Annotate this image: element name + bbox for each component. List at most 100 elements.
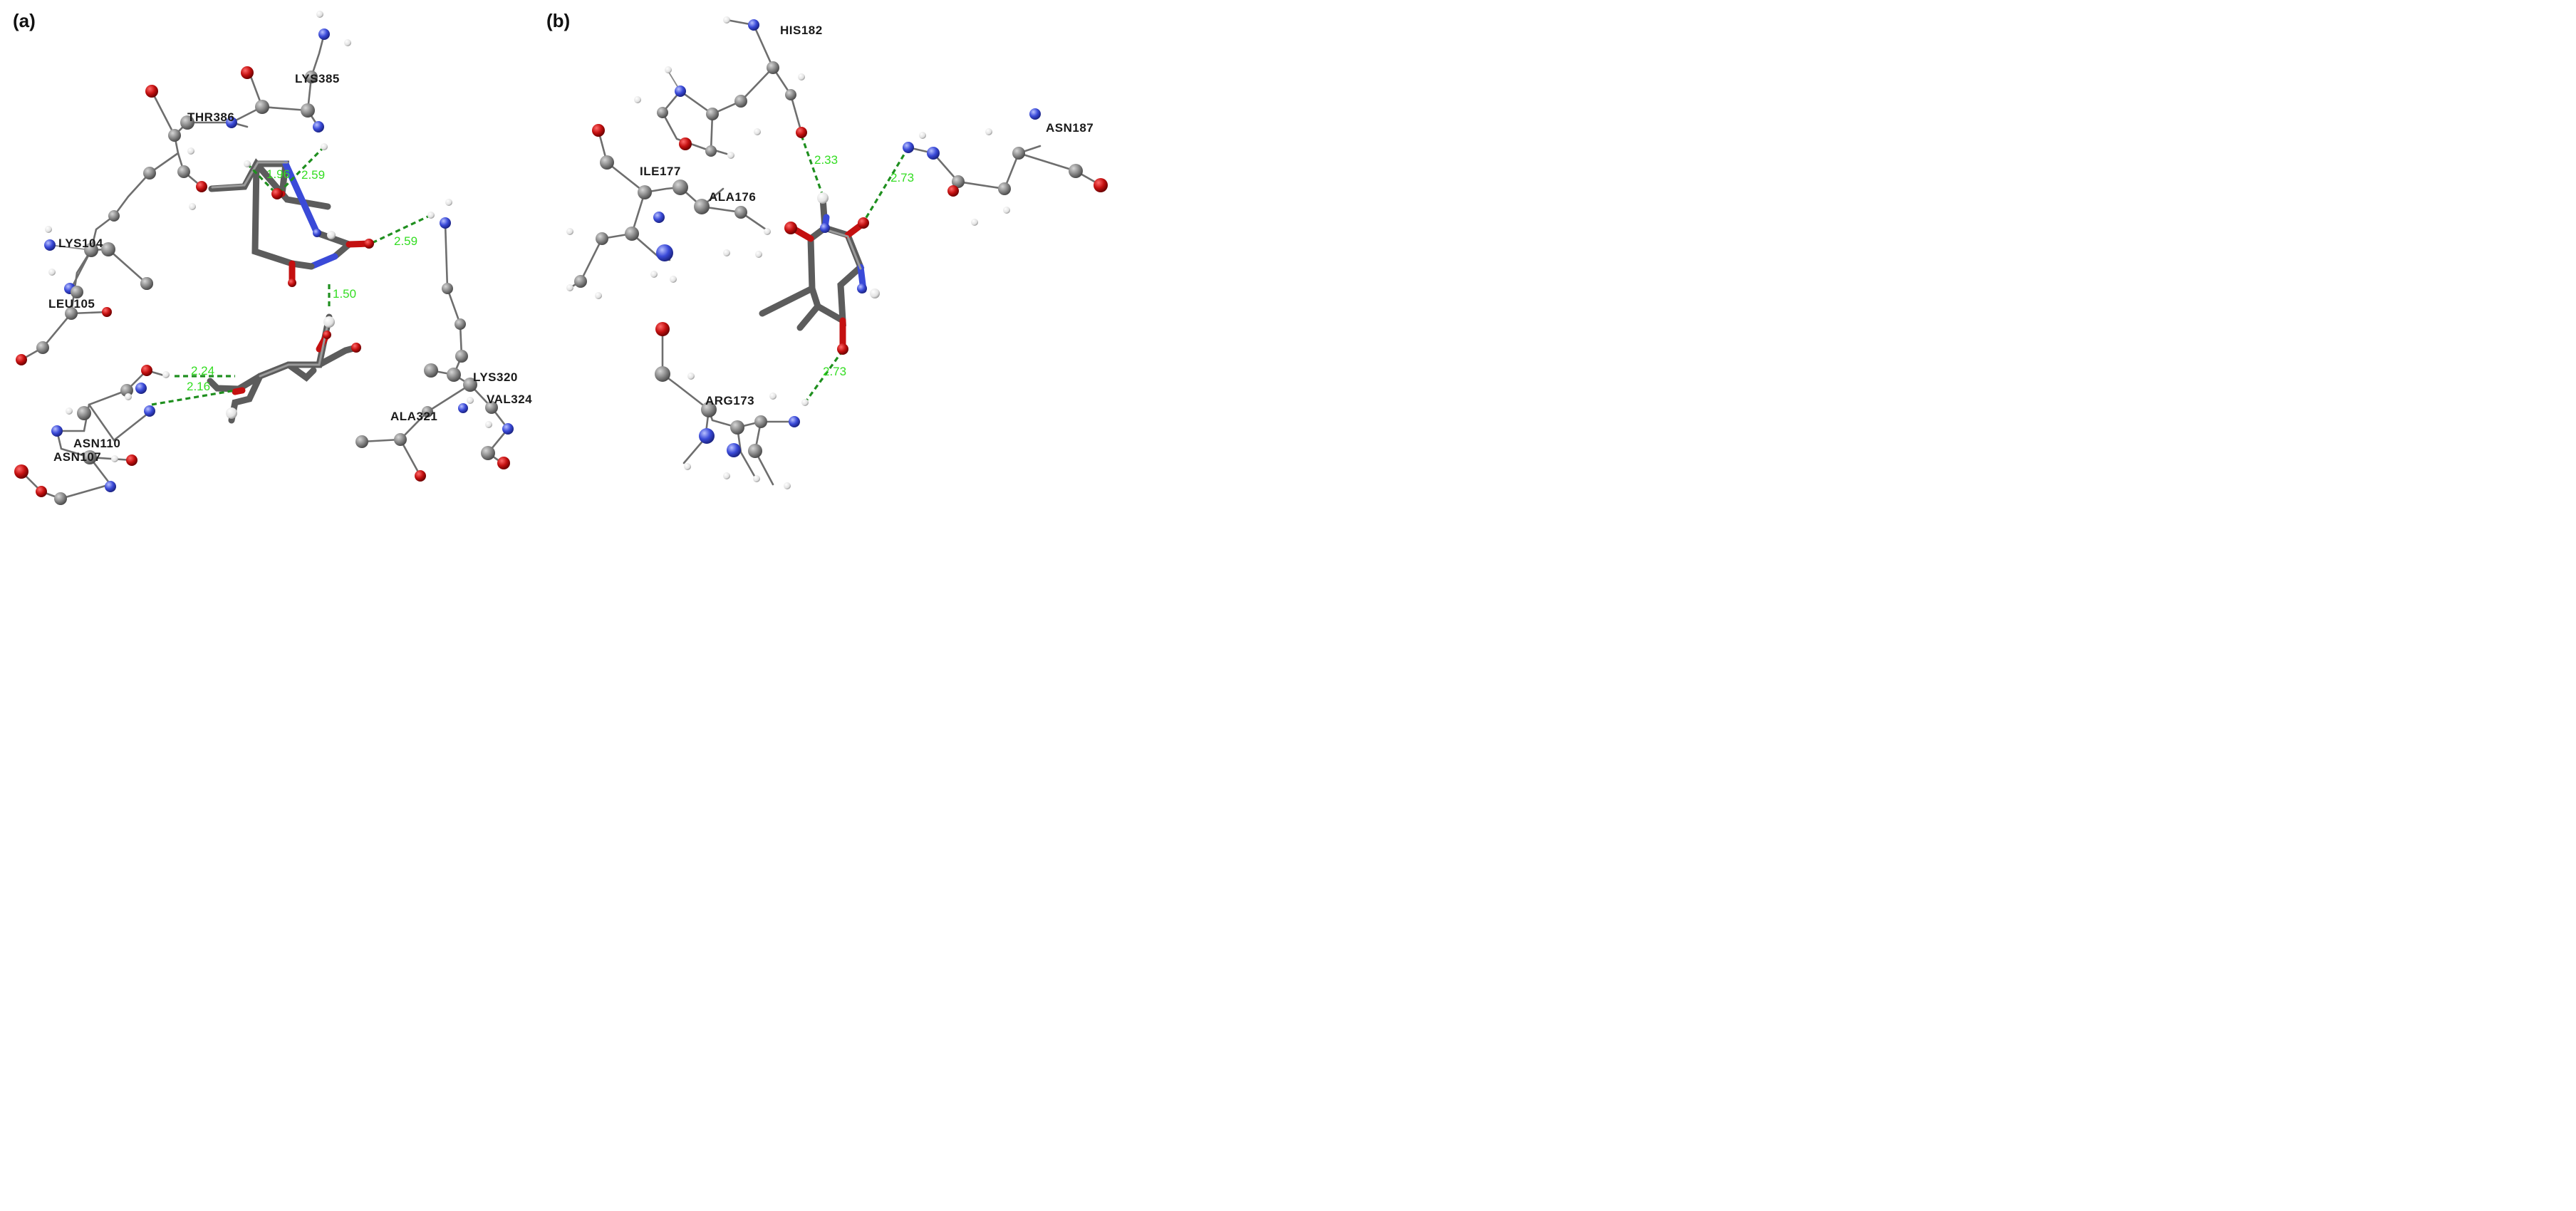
distance-label: 1.96 bbox=[266, 167, 290, 181]
hydrogen-atom bbox=[971, 219, 978, 226]
nitrogen-atom bbox=[903, 142, 914, 153]
oxygen-atom bbox=[288, 279, 296, 287]
oxygen-atom bbox=[592, 124, 605, 137]
hydrogen-atom bbox=[798, 73, 805, 80]
residue-label: LYS385 bbox=[295, 72, 340, 85]
carbon-atom bbox=[71, 286, 83, 298]
carbon-atom bbox=[748, 444, 762, 458]
oxygen-atom bbox=[323, 331, 331, 339]
hbond-b-3 bbox=[802, 350, 844, 405]
carbon-atom bbox=[355, 435, 368, 448]
hydrogen-atom bbox=[566, 284, 573, 291]
panel-b-atoms bbox=[566, 16, 1108, 489]
carbon-atom bbox=[1069, 164, 1083, 178]
carbon-atom bbox=[101, 242, 115, 256]
panel-a-label: (a) bbox=[13, 10, 36, 31]
panel-b-label: (b) bbox=[546, 10, 570, 31]
oxygen-atom bbox=[196, 181, 207, 192]
panel-a-distance-labels: 1.96 2.59 2.59 1.50 2.24 2.16 bbox=[187, 167, 417, 393]
hydrogen-atom bbox=[485, 421, 492, 428]
carbon-atom bbox=[54, 492, 67, 505]
carbon-atom bbox=[108, 210, 120, 222]
nitrogen-atom bbox=[656, 244, 673, 261]
oxygen-atom bbox=[858, 217, 869, 229]
hydrogen-atom bbox=[723, 472, 730, 479]
oxygen-atom bbox=[796, 127, 807, 138]
residue-label: VAL324 bbox=[487, 393, 532, 406]
carbon-atom bbox=[734, 95, 747, 108]
carbon-atom bbox=[706, 108, 719, 120]
hydrogen-atom bbox=[125, 393, 132, 400]
residue-label: ARG173 bbox=[705, 394, 754, 407]
carbon-atom bbox=[767, 61, 779, 74]
hbond-a-1 bbox=[246, 162, 278, 195]
oxygen-atom bbox=[1094, 178, 1108, 192]
distance-label: 1.50 bbox=[333, 287, 356, 301]
hydrogen-atom bbox=[753, 475, 760, 482]
hydrogen-atom bbox=[723, 249, 730, 256]
hydrogen-atom bbox=[111, 455, 118, 462]
carbon-atom bbox=[705, 145, 717, 157]
nitrogen-atom bbox=[727, 443, 741, 457]
nitrogen-atom bbox=[1029, 108, 1041, 120]
residue-label: HIS182 bbox=[780, 24, 823, 37]
distance-label: 2.33 bbox=[814, 153, 838, 167]
panel-a-atoms bbox=[14, 11, 514, 505]
oxygen-atom bbox=[415, 470, 426, 482]
residue-label: ALA176 bbox=[709, 190, 756, 204]
carbon-atom bbox=[394, 433, 407, 446]
residue-label: LYS104 bbox=[58, 237, 103, 250]
hydrogen-atom bbox=[870, 289, 880, 298]
hbond-b-2 bbox=[862, 147, 910, 223]
hydrogen-atom bbox=[162, 371, 170, 378]
hydrogen-atom bbox=[634, 96, 641, 103]
carbon-atom bbox=[485, 401, 498, 414]
residue-label: LEU105 bbox=[48, 297, 95, 311]
hydrogen-atom bbox=[985, 128, 992, 135]
nitrogen-atom bbox=[440, 217, 451, 229]
docking-figure: (a) bbox=[13, 10, 1108, 505]
carbon-atom bbox=[625, 227, 639, 241]
panel-a: (a) bbox=[13, 10, 532, 505]
carbon-atom bbox=[785, 89, 796, 100]
hydrogen-atom bbox=[687, 373, 695, 380]
carbon-atom bbox=[730, 420, 744, 435]
oxygen-atom bbox=[271, 188, 283, 199]
panel-b: (b) bbox=[546, 10, 1108, 489]
hydrogen-atom bbox=[919, 132, 926, 139]
nitrogen-atom bbox=[699, 428, 715, 444]
oxygen-atom bbox=[364, 239, 374, 249]
nitrogen-atom bbox=[144, 405, 155, 417]
carbon-atom bbox=[701, 402, 717, 417]
oxygen-atom bbox=[36, 486, 47, 497]
carbon-atom bbox=[180, 115, 194, 130]
carbon-atom bbox=[600, 155, 614, 170]
carbon-atom bbox=[596, 232, 608, 245]
oxygen-atom bbox=[351, 343, 361, 353]
distance-label: 2.16 bbox=[187, 380, 210, 393]
hydrogen-atom bbox=[244, 160, 251, 167]
carbon-atom bbox=[672, 180, 688, 195]
oxygen-atom bbox=[14, 464, 28, 479]
hydrogen-atom bbox=[344, 39, 351, 46]
residue-label: LYS320 bbox=[473, 370, 518, 384]
residue-label: ASN107 bbox=[53, 450, 101, 464]
hydrogen-atom bbox=[665, 66, 672, 73]
hydrogen-atom bbox=[187, 147, 194, 155]
oxygen-atom bbox=[102, 307, 112, 317]
carbon-atom bbox=[84, 243, 98, 257]
carbon-atom bbox=[301, 103, 315, 118]
oxygen-atom bbox=[241, 66, 254, 79]
hydrogen-atom bbox=[650, 271, 658, 278]
carbon-atom bbox=[638, 185, 652, 199]
hydrogen-atom bbox=[445, 199, 452, 206]
panel-b-distance-labels: 2.33 2.73 2.73 bbox=[814, 153, 914, 378]
nitrogen-atom bbox=[105, 481, 116, 492]
carbon-atom bbox=[655, 366, 670, 382]
panel-b-ligand bbox=[759, 194, 867, 351]
carbon-atom bbox=[481, 446, 495, 460]
carbon-atom bbox=[143, 167, 156, 180]
hydrogen-atom bbox=[467, 397, 474, 404]
nitrogen-atom bbox=[820, 223, 830, 233]
hydrogen-atom bbox=[327, 231, 336, 239]
